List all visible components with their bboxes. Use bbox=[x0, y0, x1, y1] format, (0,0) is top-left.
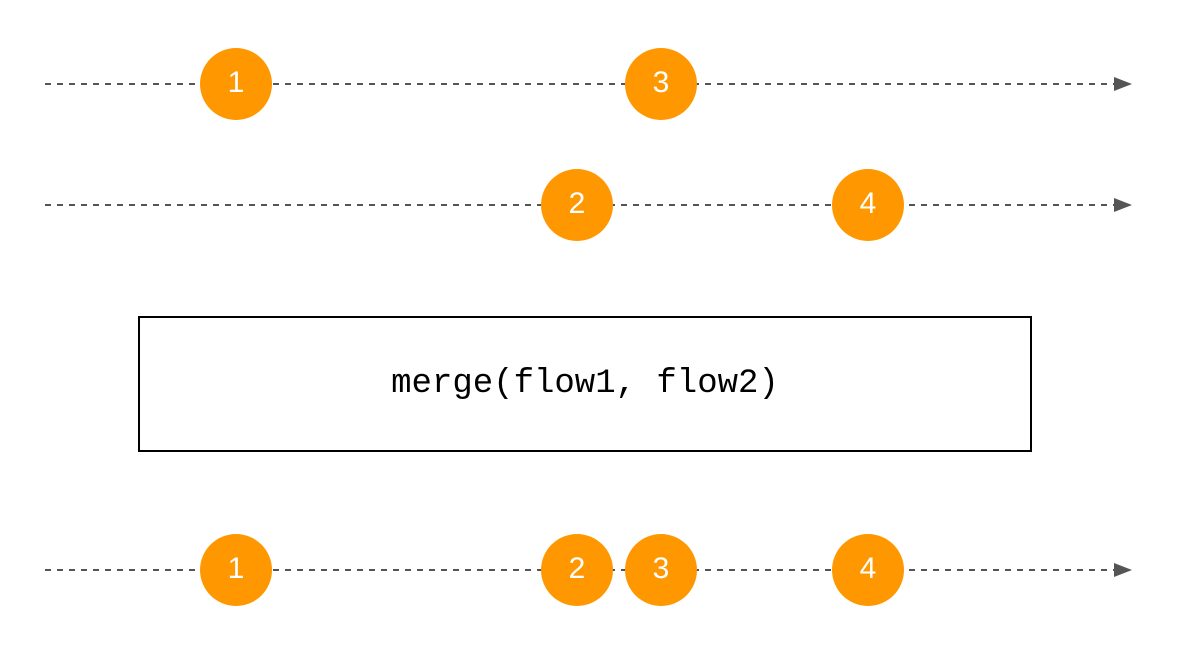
arrow-head-icon bbox=[1114, 563, 1132, 577]
marble-label: 1 bbox=[227, 552, 245, 585]
marble-output-flow-2: 2 bbox=[541, 534, 613, 606]
marble-input-flow-1-3: 3 bbox=[625, 48, 697, 120]
marble-output-flow-4: 4 bbox=[832, 534, 904, 606]
marble-label: 3 bbox=[652, 552, 670, 585]
arrow-head-icon bbox=[1114, 198, 1132, 212]
marble-input-flow-2-4: 4 bbox=[832, 169, 904, 241]
marble-input-flow-2-2: 2 bbox=[541, 169, 613, 241]
marble-label: 2 bbox=[568, 187, 586, 220]
marble-label: 4 bbox=[859, 187, 877, 220]
operator-box: merge(flow1, flow2) bbox=[138, 316, 1032, 452]
arrow-head-icon bbox=[1114, 77, 1132, 91]
marble-label: 3 bbox=[652, 66, 670, 99]
operator-label: merge(flow1, flow2) bbox=[391, 365, 779, 403]
marble-label: 1 bbox=[227, 66, 245, 99]
timeline-axis-line bbox=[45, 77, 1132, 91]
marble-input-flow-1-1: 1 bbox=[200, 48, 272, 120]
marble-output-flow-1: 1 bbox=[200, 534, 272, 606]
marble-output-flow-3: 3 bbox=[625, 534, 697, 606]
marble-label: 4 bbox=[859, 552, 877, 585]
marble-label: 2 bbox=[568, 552, 586, 585]
